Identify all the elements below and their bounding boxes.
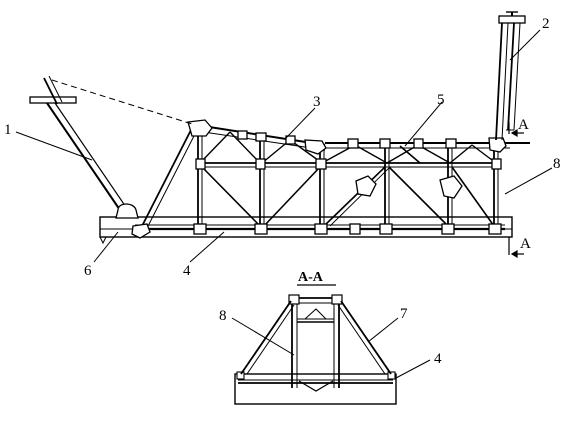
callout-6: 6 [84,263,92,279]
front-strut [139,127,197,231]
section-frame [288,294,343,392]
section-view [231,294,431,405]
callout-1: 1 [4,122,12,138]
main-elevation [29,11,530,259]
callout-8-section: 8 [219,308,227,324]
callout-5: 5 [437,92,445,108]
section-braces [240,300,392,375]
section-base-beam [234,371,397,405]
joint-plates [131,119,507,239]
callout-2: 2 [542,16,550,32]
section-title: A-A [298,270,324,285]
callout-8-main: 8 [553,156,561,172]
callout-4-section: 4 [434,351,442,367]
leader-lines [15,29,553,263]
callout-7: 7 [400,306,408,322]
callout-3: 3 [313,94,321,110]
lower-diagonals [201,145,495,227]
rear-mast [29,75,193,219]
section-leaders [231,317,431,379]
middle-chord [200,162,500,168]
section-marker-top [508,122,524,138]
callout-labels: 1 2 3 4 5 6 7 8 8 4 A A A-A [4,16,561,367]
section-mark-bottom: A [520,236,531,252]
front-mast [495,11,526,141]
callout-4-main: 4 [183,263,191,279]
upper-diagonals [199,131,497,164]
section-marker-bottom [508,237,524,259]
section-mark-top: A [518,117,529,133]
